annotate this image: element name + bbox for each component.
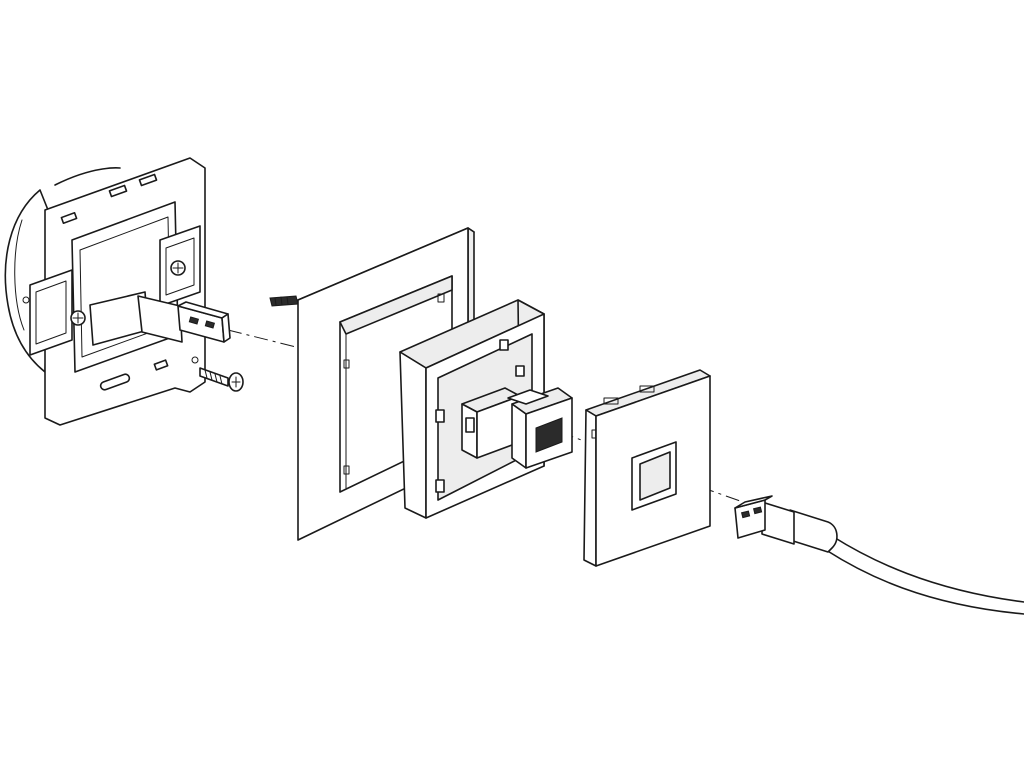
usb-cable xyxy=(734,495,1024,615)
double-keystone-adapter xyxy=(461,387,573,469)
usb-a-plug-internal xyxy=(89,291,231,346)
cover-plate xyxy=(583,369,711,567)
mounting-screws xyxy=(199,295,299,392)
mounting-bracket xyxy=(4,157,206,426)
